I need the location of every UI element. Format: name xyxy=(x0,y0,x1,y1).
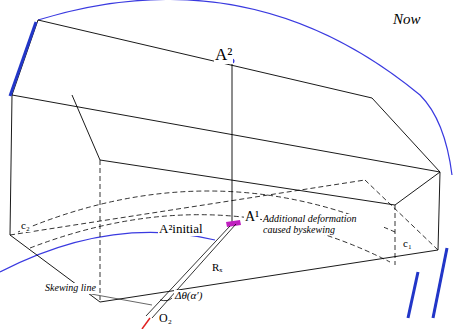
radius-line xyxy=(152,224,236,318)
point-label: A¹ xyxy=(244,210,260,225)
inner-arc xyxy=(0,232,215,272)
skewing-line xyxy=(146,226,230,316)
note-label: Additional deformation caused byskewing xyxy=(262,214,384,235)
leader-line xyxy=(80,292,152,305)
displacement-line xyxy=(232,62,233,222)
angle-label: Δθ(α′) xyxy=(174,290,203,302)
hidden-lines xyxy=(10,160,438,300)
view-label: Now xyxy=(392,12,422,28)
outer-arc xyxy=(38,0,452,175)
point-label: c₂ xyxy=(20,220,31,232)
point-label: A²initial xyxy=(158,222,204,236)
deformation-mark xyxy=(226,220,241,227)
blade-edges xyxy=(10,22,447,318)
point-label: c₁ xyxy=(402,238,413,250)
point-label: A² xyxy=(214,46,233,64)
axis-line xyxy=(142,318,150,329)
point-label: O₂ xyxy=(158,312,173,325)
dimension-label: Rₓ xyxy=(211,262,224,274)
note-label: Skewing line xyxy=(44,283,97,294)
box-wireframe xyxy=(10,20,440,302)
angle-arc xyxy=(160,298,172,301)
